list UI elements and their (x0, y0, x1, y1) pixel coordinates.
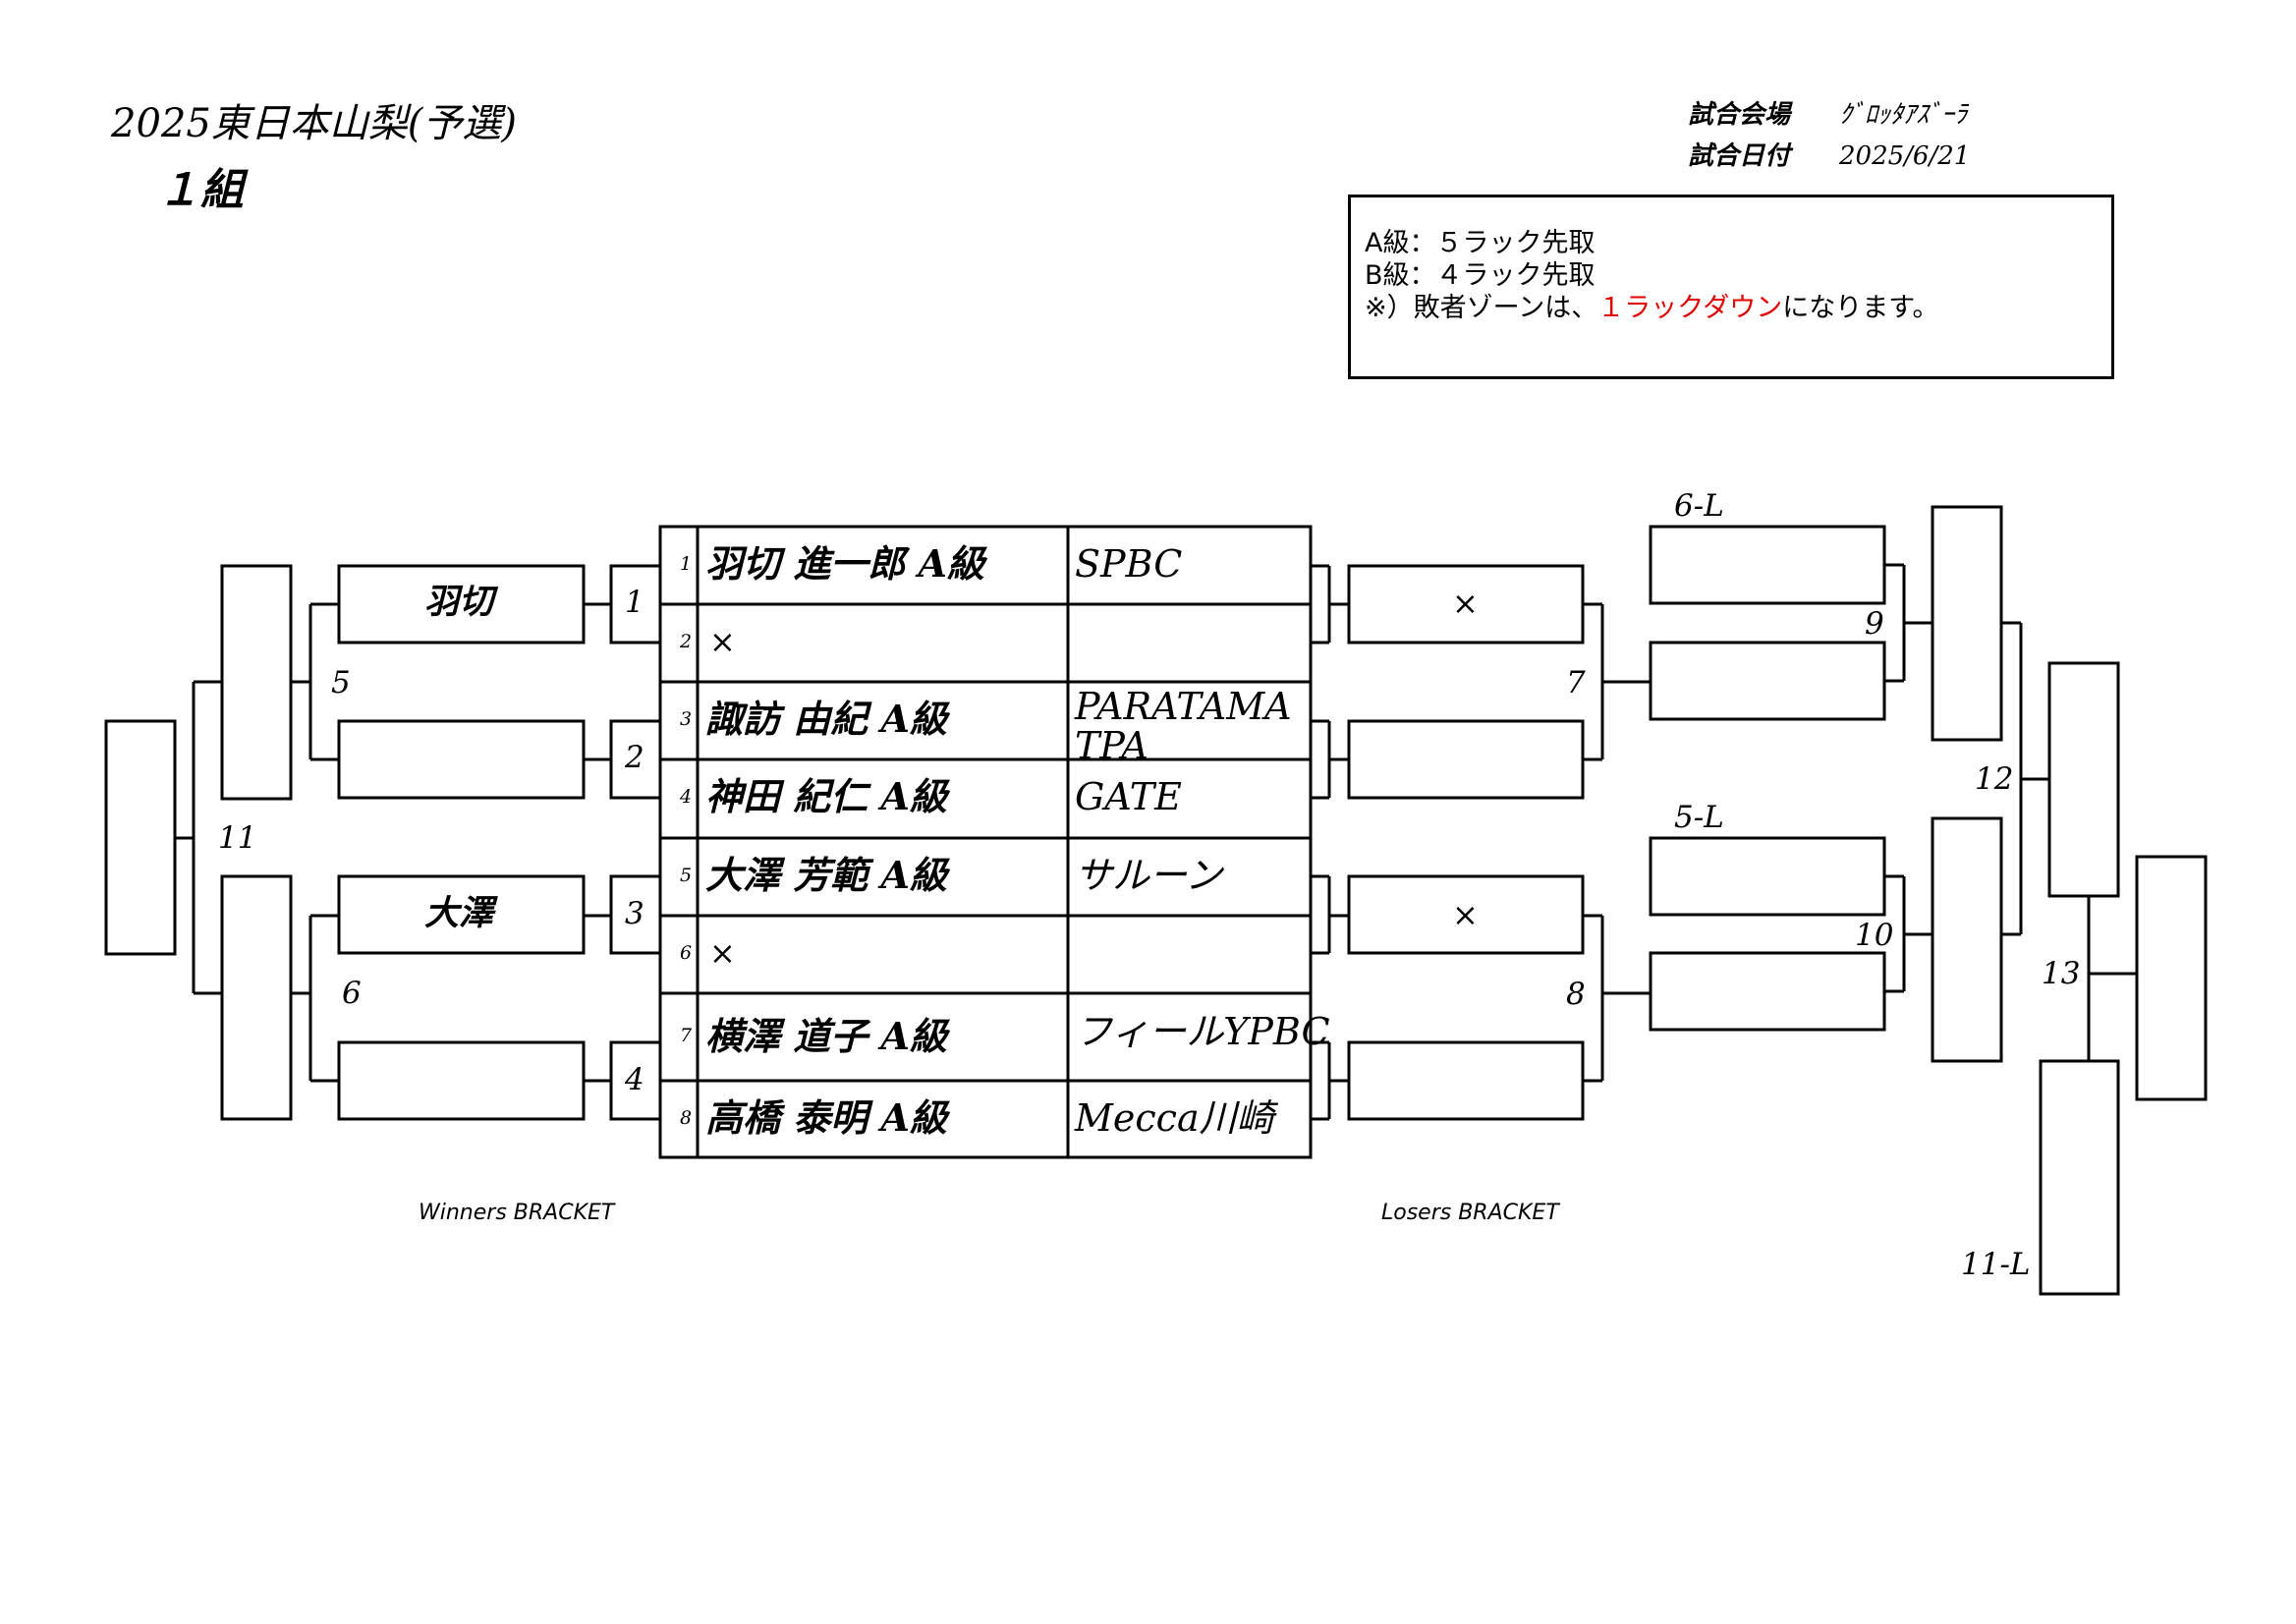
player-club: SPBC (1075, 542, 1183, 586)
match-number: 12 (1975, 761, 2014, 797)
entry-table-frame (658, 525, 1313, 1159)
player-name: × (709, 623, 736, 660)
player-club: フィールYPBC (1075, 1010, 1330, 1053)
advancer-name: 大澤 (424, 893, 494, 933)
seed-number: 3 (680, 708, 693, 730)
rule-losers-suffix: になります。 (1782, 293, 1939, 323)
player-name: 神田 紀仁 A級 (705, 774, 947, 818)
losers-match-9-box (1931, 505, 2003, 742)
date-label: 試合日付 (1688, 141, 1791, 171)
loser-ref-label: 6-L (1674, 488, 1724, 524)
seed-number: 5 (680, 865, 693, 886)
losers-entry: × (1452, 896, 1479, 933)
rule-b-class: B級：４ラック先取 (1365, 260, 1596, 291)
match-number: 3 (625, 896, 644, 931)
match-number: 10 (1855, 918, 1894, 953)
match-number: 13 (2042, 956, 2081, 991)
seed-number: 6 (680, 942, 693, 964)
advancer-box-4 (337, 1040, 586, 1121)
match-number: 11 (218, 820, 257, 856)
match-number: 7 (1566, 665, 1586, 700)
winners-final-box (104, 719, 177, 956)
seed-number: 2 (680, 631, 693, 652)
venue-label: 試合会場 (1688, 100, 1791, 130)
losers-entry-box-2 (1347, 719, 1585, 800)
player-name: 大澤 芳範 A級 (705, 853, 947, 897)
losers-slot-5L (1649, 836, 1886, 917)
losers-match-13-box (2135, 855, 2208, 1101)
losers-slot-8-winner (1649, 951, 1886, 1032)
seed-number: 4 (680, 786, 693, 808)
seed-number: 7 (680, 1025, 693, 1046)
seed-number: 8 (680, 1107, 693, 1129)
player-name: 高橋 泰明 A級 (705, 1095, 947, 1140)
player-club: TPA (1075, 724, 1148, 767)
player-name: 横澤 道子 A級 (705, 1014, 947, 1058)
losers-slot-11L (2039, 1059, 2120, 1296)
venue-value: ｸﾞﾛｯﾀｱｽﾞｰﾗ (1839, 100, 1968, 130)
losers-match-12-box (2047, 661, 2120, 898)
loser-ref-label: 11-L (1961, 1247, 2031, 1282)
advancer-name: 羽切 (424, 582, 494, 622)
losers-entry: × (1452, 585, 1479, 622)
seed-number: 1 (680, 553, 693, 575)
match-number: 6 (342, 976, 362, 1011)
player-name: × (709, 934, 736, 972)
losers-slot-6L (1649, 525, 1886, 605)
player-club: PARATAMA (1075, 685, 1292, 728)
rule-losers-zone: ※）敗者ゾーンは、１ラックダウンになります。 (1365, 286, 1939, 324)
match-number: 2 (625, 740, 644, 775)
page-title: 2025東日本山梨(予選) (111, 101, 518, 146)
rule-losers-prefix: ※）敗者ゾーンは、 (1365, 293, 1598, 323)
losers-match-10-box (1931, 816, 2003, 1063)
player-club: GATE (1075, 775, 1182, 818)
winners-bracket-label: Winners BRACKET (419, 1201, 615, 1225)
match-number: 8 (1566, 977, 1586, 1012)
match-number: 4 (625, 1062, 644, 1097)
player-name: 諏訪 由紀 A級 (705, 697, 947, 741)
loser-ref-label: 5-L (1674, 800, 1724, 835)
player-club: Mecca川崎 (1075, 1096, 1274, 1140)
match-number: 9 (1865, 606, 1884, 642)
date-value: 2025/6/21 (1839, 141, 1971, 171)
rules-box: A級：５ラック先取 B級：４ラック先取 ※）敗者ゾーンは、１ラックダウンになりま… (1348, 195, 2114, 379)
player-club: サルーン (1075, 854, 1223, 897)
player-name: 羽切 進一郎 A級 (705, 541, 984, 586)
losers-entry-box-4 (1347, 1040, 1585, 1121)
losers-slot-7-winner (1649, 641, 1886, 721)
match-number: 1 (625, 585, 644, 620)
winners-match-6-box (220, 874, 293, 1121)
rule-losers-highlight: １ラックダウン (1597, 293, 1783, 323)
winners-match-5-box (220, 564, 293, 801)
rule-a-class: A級：５ラック先取 (1365, 228, 1596, 258)
match-number: 5 (331, 665, 351, 700)
losers-bracket-label: Losers BRACKET (1381, 1201, 1559, 1225)
advancer-box-2 (337, 719, 586, 800)
group-title: １組 (157, 165, 244, 215)
